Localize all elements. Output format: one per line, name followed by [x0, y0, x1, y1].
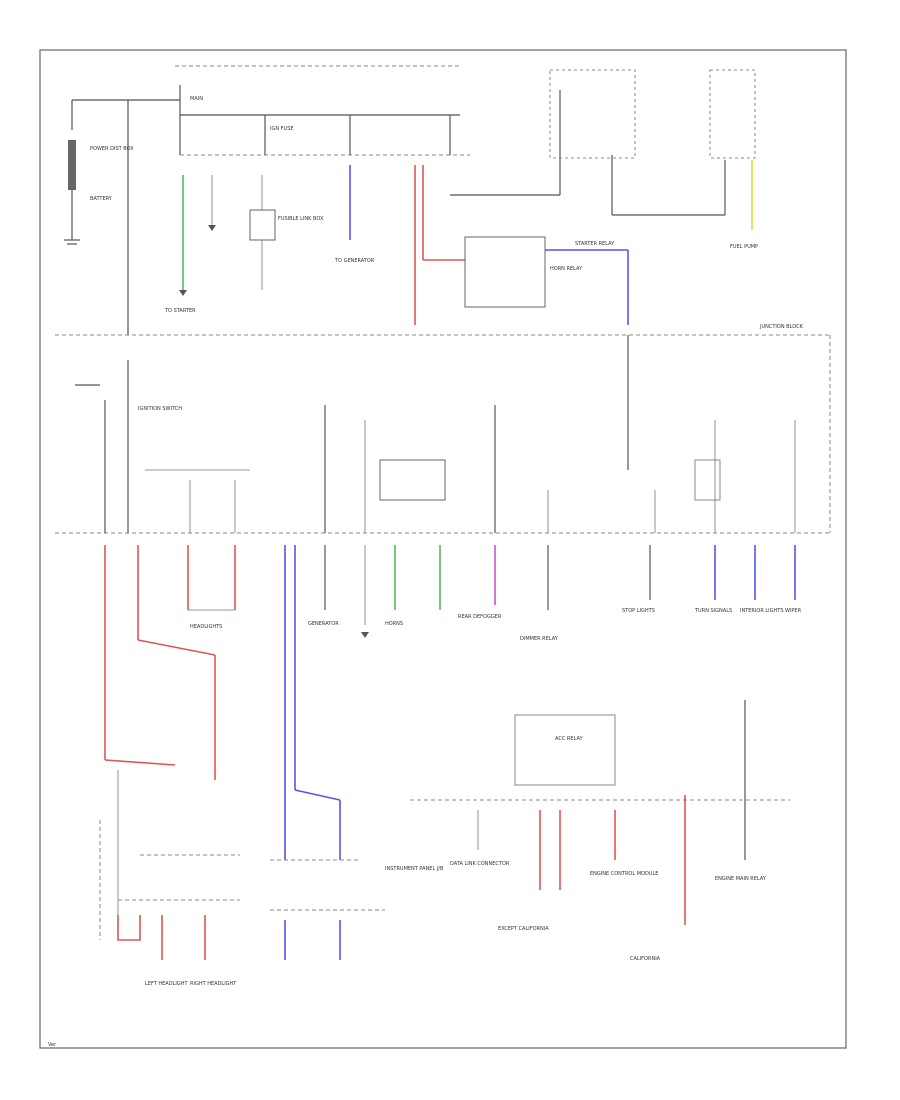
- starter-relay-label: STARTER RELAY: [575, 241, 615, 247]
- horn-relay-label: HORN RELAY: [550, 266, 583, 272]
- stop-lights-label: STOP LIGHTS: [622, 608, 655, 614]
- to-starter-label: TO STARTER: [164, 308, 196, 314]
- horn-relay-box: [464, 236, 546, 308]
- fusible-link-box: [249, 209, 276, 241]
- turn-relay-box: [694, 459, 721, 501]
- generator-label: GENERATOR: [308, 621, 339, 627]
- red-loop: [117, 915, 141, 941]
- wiper-label: WIPER: [785, 608, 802, 614]
- data-link-label: DATA LINK CONNECTOR: [450, 861, 510, 867]
- taillight-relay-box: [379, 459, 446, 501]
- ecm-label: ENGINE CONTROL MODULE: [590, 871, 658, 877]
- left-headlight-label: LEFT HEADLIGHT: [145, 981, 188, 987]
- note-2-label: CALIFORNIA: [630, 956, 661, 962]
- red-drop-3: [137, 639, 216, 656]
- ign-fuse-label: IGN FUSE: [270, 126, 294, 132]
- battery-desc-label: POWER DIST BOX: [90, 146, 134, 152]
- instrument-panel-label: INSTRUMENT PANEL J/B: [385, 866, 444, 872]
- engine-main-relay-label: ENGINE MAIN RELAY: [715, 876, 767, 882]
- diagram-frame: [39, 49, 847, 1049]
- turn-signals-label: TURN SIGNALS: [694, 608, 732, 614]
- acc-relay-label: ACC RELAY: [555, 736, 583, 742]
- fuel-pump-box: [709, 69, 756, 159]
- red-join: [104, 759, 176, 766]
- rear-defogger-label: REAR DEFOGGER: [458, 614, 502, 620]
- horns-label: HORNS: [385, 621, 403, 627]
- ignition-switch-label: IGNITION SWITCH: [138, 406, 182, 412]
- main-fuse-label: MAIN: [190, 96, 203, 102]
- note-1-label: EXCEPT CALIFORNIA: [498, 926, 549, 932]
- fusible-link-label: FUSIBLE LINK BOX: [278, 216, 324, 222]
- acc-relay-box: [514, 714, 616, 786]
- battery-icon: [64, 100, 80, 245]
- headlights-label: HEADLIGHTS: [190, 624, 222, 630]
- ground-symbol-3: [361, 632, 369, 638]
- blue-drop-3: [294, 789, 341, 801]
- right-headlight-label: RIGHT HEADLIGHT: [190, 981, 237, 987]
- dimmer-relay-label: DIMMER RELAY: [520, 636, 559, 642]
- ground-symbol-2: [208, 225, 216, 231]
- junction-block-label: JUNCTION BLOCK: [759, 324, 804, 330]
- starter-relay-box: [549, 69, 636, 159]
- corner-tag: Ver: [48, 1042, 57, 1048]
- fuel-pump-label: FUEL PUMP: [730, 244, 758, 250]
- interior-lights-label: INTERIOR LIGHTS: [740, 608, 784, 614]
- battery-label: BATTERY: [90, 196, 113, 202]
- ground-symbol-1: [179, 290, 187, 296]
- to-generator-label: TO GENERATOR: [334, 258, 375, 264]
